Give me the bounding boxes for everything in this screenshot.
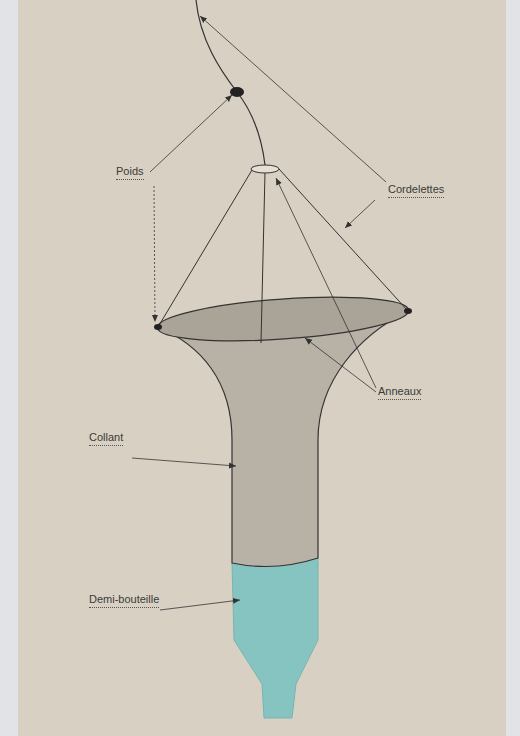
part-label: Demi-bouteille	[89, 593, 159, 608]
part-label: Cordelettes	[388, 183, 444, 198]
leader-line	[305, 338, 376, 392]
weight	[404, 308, 412, 314]
half-bottle	[232, 558, 318, 718]
big-ring	[156, 290, 410, 347]
leader-line	[200, 16, 386, 182]
tights-sock	[158, 311, 408, 567]
weight	[230, 87, 244, 97]
part-label: Collant	[89, 431, 123, 446]
small-ring	[251, 165, 279, 173]
page-background	[18, 0, 506, 736]
cord	[261, 172, 265, 343]
leader-line	[154, 186, 155, 322]
weight	[154, 324, 162, 330]
main-string	[196, 0, 265, 165]
leader-line	[160, 600, 240, 610]
leader-line	[132, 458, 236, 466]
part-label: Anneaux	[378, 385, 421, 400]
part-label: Poids	[116, 165, 144, 180]
leader-line	[150, 95, 232, 172]
cord	[158, 170, 252, 327]
leader-line	[276, 178, 376, 388]
leader-line	[345, 200, 375, 228]
